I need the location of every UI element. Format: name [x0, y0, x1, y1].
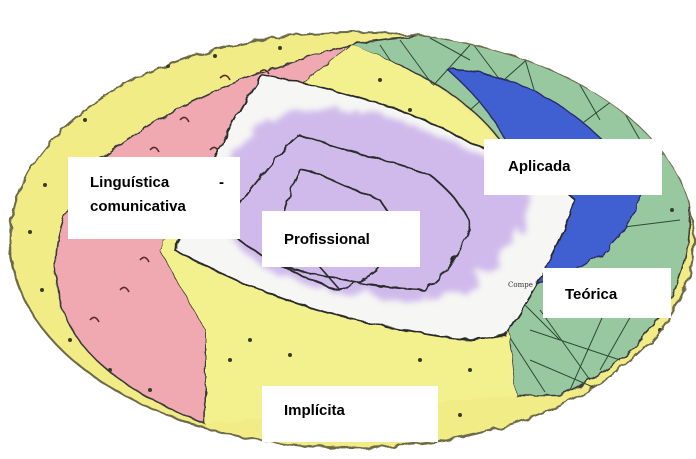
label-implicita: Implícita [262, 386, 438, 442]
label-teorica-text: Teórica [565, 286, 617, 303]
label-aplicada-text: Aplicada [508, 158, 571, 175]
label-teorica: Teórica [543, 268, 671, 318]
label-aplicada: Aplicada [484, 139, 662, 195]
label-profissional: Profissional [262, 211, 420, 267]
label-comunicativa-word: comunicativa [90, 195, 224, 219]
label-linguistica-comunicativa: Linguística - comunicativa [68, 157, 240, 239]
label-linguistica-dash: - [219, 171, 224, 195]
label-implicita-text: Implícita [284, 402, 345, 419]
label-profissional-text: Profissional [284, 231, 370, 248]
handwritten-comp-text: Compe [508, 281, 533, 289]
label-linguistica-line1: Linguística - [90, 171, 224, 195]
label-linguistica-word: Linguística [90, 171, 169, 195]
